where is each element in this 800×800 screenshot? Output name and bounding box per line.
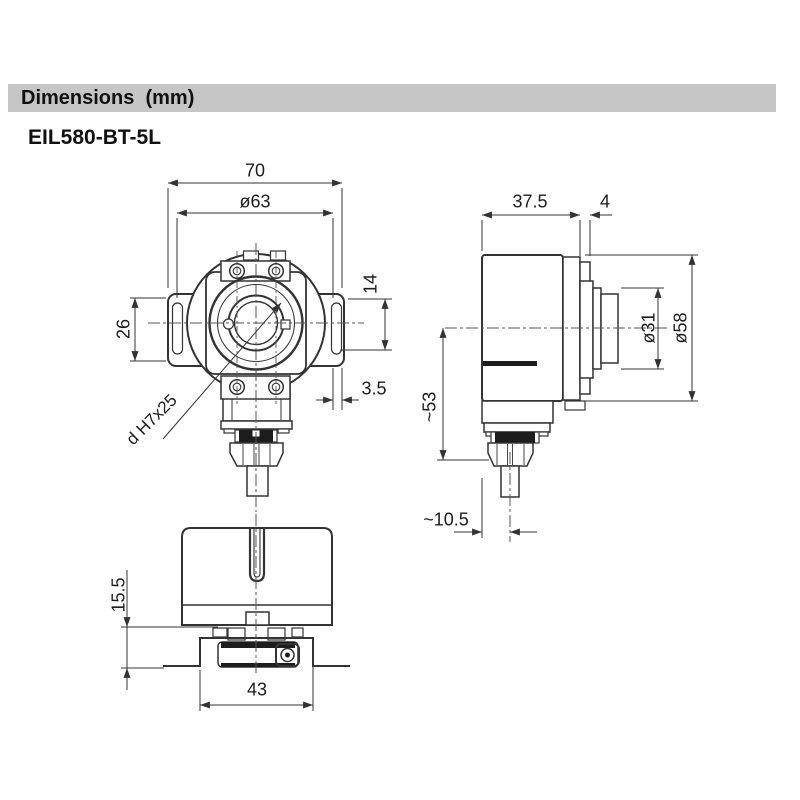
product-title: EIL580-BT-5L (28, 126, 162, 149)
section-header: Dimensions (mm) (8, 84, 776, 112)
dim-tab-offset: 3.5 (361, 378, 387, 399)
side-view (437, 211, 698, 542)
dim-overall-height: ~53 (419, 391, 440, 423)
front-view (130, 179, 392, 512)
dim-slot-length: 14 (360, 273, 381, 295)
dim-housing-depth: 37.5 (512, 191, 548, 212)
dim-overall-width: 70 (244, 160, 266, 181)
dim-bolt-circle-diameter: ø63 (239, 191, 271, 212)
dim-flange-thickness: 4 (599, 191, 611, 212)
dim-spring-plate-height: 15.5 (108, 577, 129, 613)
dim-collar-diameter: ø31 (638, 312, 659, 344)
dim-clamp-width: 43 (246, 679, 268, 700)
bottom-view (121, 514, 350, 711)
section-header-label: Dimensions (mm) (21, 86, 195, 109)
dim-cable-offset: ~10.5 (423, 509, 469, 530)
dim-tab-height: 26 (113, 318, 134, 340)
dim-housing-diameter: ø58 (670, 312, 691, 344)
